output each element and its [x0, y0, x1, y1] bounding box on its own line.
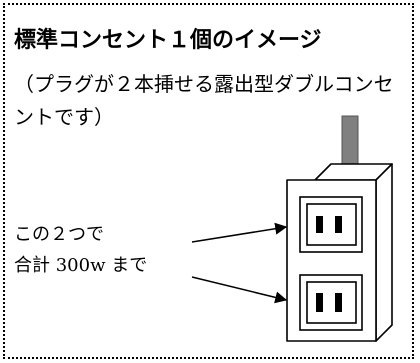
pointer-arrow-bottom-icon: [191, 276, 288, 304]
pointer-arrow-top-icon: [191, 222, 288, 243]
diagram-description: （プラグが２本挿せる露出型ダブルコンセントです）: [14, 72, 394, 129]
socket-bottom-icon: [299, 274, 363, 331]
annotation-line-2: 合計 300w まで: [14, 255, 148, 276]
annotation-line-1: この２つで: [14, 224, 104, 245]
socket-top-icon: [299, 196, 363, 253]
diagram-title: 標準コンセント１個のイメージ: [14, 28, 322, 53]
